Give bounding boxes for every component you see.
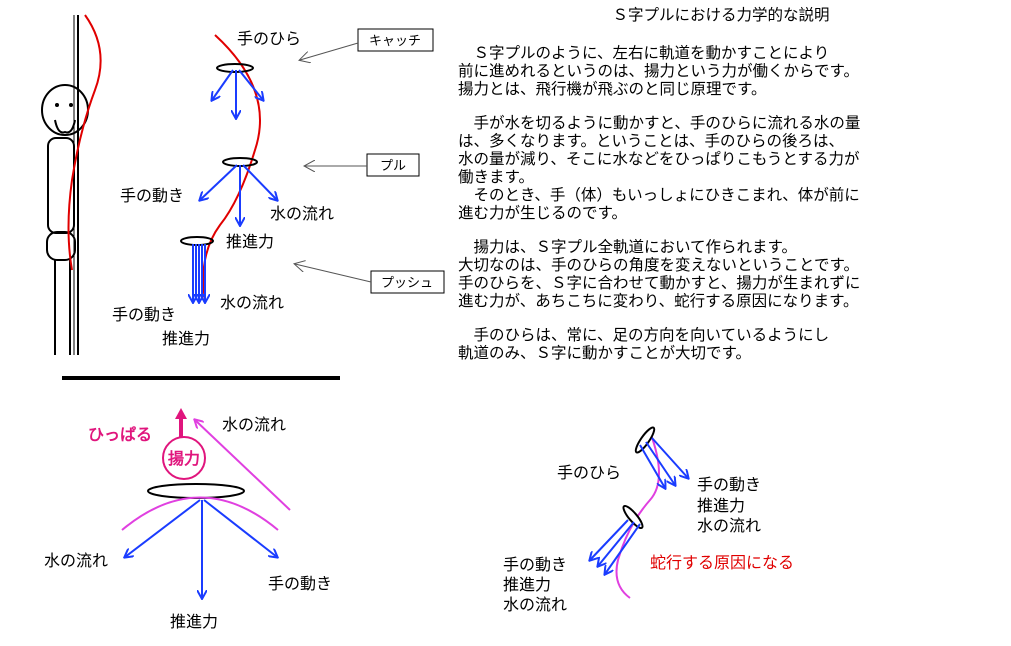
s-pull-diagram: 手のひら キャッチ プル プッシュ 手の動き 水の流れ 推進力 水の流れ 手の動…: [112, 28, 445, 348]
explanation-text: Ｓ字プルにおける力学的な説明 Ｓ字プルのように、左右に軌道を動かすことにより 前…: [458, 6, 1004, 378]
push-propulsion: 推進力: [162, 329, 210, 348]
s-pull-trajectory: [202, 34, 261, 301]
water-arc: [121, 496, 279, 531]
head-icon: [41, 84, 89, 136]
palm-push-icon: [180, 236, 214, 246]
paragraph-1: Ｓ字プルのように、左右に軌道を動かすことにより 前に進めれるというのは、揚力とい…: [458, 44, 859, 98]
lift-diagram: 揚力 ひっぱる 水の流れ 水の流れ 手の動き 推進力: [44, 408, 332, 631]
pull-propulsion: 推進力: [226, 232, 274, 251]
torso-icon: [47, 137, 75, 234]
paragraph-4: 揚力は、Ｓ字プル全軌道において作られます。 大切なのは、手のひらの角度を変えない…: [458, 238, 861, 310]
pull-hand-motion: 手の動き: [120, 186, 184, 205]
water-flow-top: 水の流れ: [222, 415, 286, 434]
lift-hand-motion: 手の動き: [268, 574, 332, 593]
upper-water-flow: 水の流れ: [697, 516, 761, 535]
wrong-palm-label: 手のひら: [557, 463, 621, 482]
s-curve-body: [67, 14, 102, 271]
tag-catch: キャッチ: [369, 34, 421, 49]
tag-pull: プル: [380, 159, 406, 174]
cause-label: 蛇行する原因になる: [650, 553, 794, 572]
water-flow-arrow: [195, 420, 291, 511]
palm-lower-icon: [622, 504, 644, 530]
explanation-title: Ｓ字プルにおける力学的な説明: [612, 6, 830, 24]
palm-label: 手のひら: [237, 29, 301, 48]
lower-propulsion: 推進力: [503, 575, 551, 594]
lift-circle: [162, 436, 206, 480]
water-flow-left: 水の流れ: [44, 551, 108, 570]
paragraph-2: 手が水を切るように動かすと、手のひらに流れる水の量 は、多くなります。ということ…: [458, 114, 861, 186]
paragraph-3: そのとき、手（体）もいっしょにひきこまれ、体が前に 進む力が生じるのです。: [458, 186, 860, 222]
push-hand-motion: 手の動き: [112, 305, 176, 324]
upper-hand-motion: 手の動き: [697, 475, 761, 494]
lower-hand-motion: 手の動き: [503, 555, 567, 574]
lift-label: 揚力: [168, 449, 200, 468]
palm-lift-icon: [147, 483, 245, 499]
tag-pull-box: [366, 153, 420, 177]
lower-water-flow: 水の流れ: [503, 595, 567, 614]
pull-water-flow: 水の流れ: [270, 204, 334, 223]
pull-label: ひっぱる: [88, 425, 152, 444]
lift-propulsion: 推進力: [170, 612, 218, 631]
push-water-flow: 水の流れ: [220, 293, 284, 312]
swimmer-figure: [41, 14, 340, 380]
paragraph-5: 手のひらは、常に、足の方向を向いているようにし 軌道のみ、Ｓ字に動かすことが大切…: [458, 326, 830, 362]
upper-propulsion: 推進力: [697, 496, 745, 515]
wrong-technique-diagram: 手のひら 手の動き 推進力 水の流れ 手の動き 推進力 水の流れ 蛇行する原因に…: [503, 426, 794, 614]
tag-catch-box: [357, 28, 434, 52]
tag-push: プッシュ: [381, 276, 433, 291]
